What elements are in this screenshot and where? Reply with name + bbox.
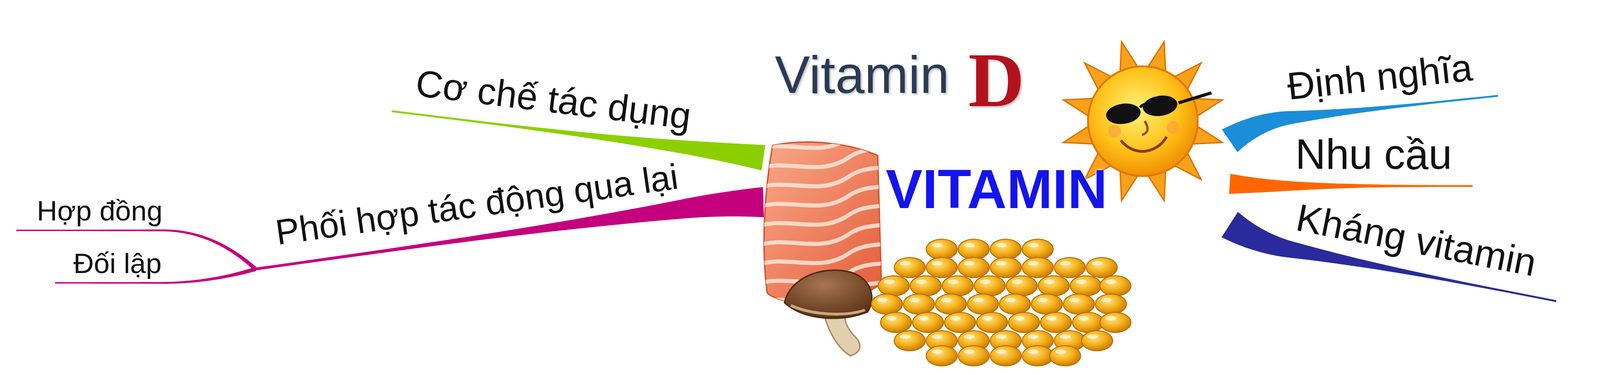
branch-topic: Định nghĩa: [1285, 45, 1475, 109]
branch-topic: Nhu cầu: [1295, 130, 1453, 179]
sub-topic: Đối lập: [73, 246, 162, 280]
salmon-fillet: [754, 123, 901, 324]
topic-text: Nhu cầu: [1295, 130, 1453, 179]
central-topic: VITAMIN: [763, 132, 1230, 266]
topic-text: Kháng vitamin: [1292, 195, 1541, 285]
topic-text: Định nghĩa: [1285, 45, 1475, 109]
topic-text: Đối lập: [73, 246, 162, 280]
logo-letter: D: [968, 37, 1025, 123]
branch-topic: Kháng vitamin: [1292, 195, 1541, 285]
topic-text: Hợp đồng: [37, 194, 163, 227]
central-topic-text: VITAMIN: [763, 158, 1230, 219]
logo-word: Vitamin: [774, 45, 950, 104]
topic-text: Cơ chế tác dụng: [413, 61, 694, 138]
fish-oil-capsules: [871, 239, 1131, 366]
sub-topic: Hợp đồng: [37, 194, 163, 227]
mushroom: [784, 270, 872, 356]
branch-topic: Cơ chế tác dụng: [413, 61, 694, 138]
